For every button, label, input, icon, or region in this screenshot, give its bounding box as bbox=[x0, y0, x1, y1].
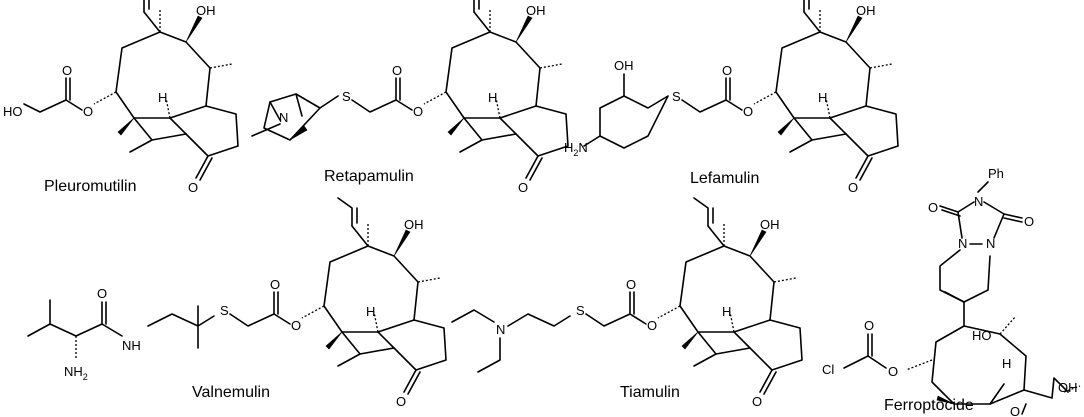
oh-label: OH bbox=[760, 217, 780, 232]
sulfur-label: S bbox=[672, 89, 681, 104]
ketone-o-label: O bbox=[518, 180, 528, 195]
triazole-n-right-label: N bbox=[986, 236, 995, 251]
oh-label: OH bbox=[856, 3, 876, 18]
amide-o-label: O bbox=[97, 286, 107, 301]
ho-label: HO bbox=[3, 104, 23, 119]
ketone-o-label: O bbox=[848, 180, 858, 195]
ester-o-label: O bbox=[647, 318, 657, 333]
sulfur-label: S bbox=[342, 89, 351, 104]
carbonyl-o-label: O bbox=[626, 277, 636, 292]
ferro-h-label: H bbox=[1002, 356, 1011, 371]
sulfur-label: S bbox=[576, 303, 585, 318]
h-label: H bbox=[488, 90, 497, 105]
ester-o-label: O bbox=[413, 104, 423, 119]
oh-label: OH bbox=[196, 3, 216, 18]
nh2-label: NH2 bbox=[64, 364, 88, 382]
compound-name-pleuromutilin: Pleuromutilin bbox=[44, 178, 136, 195]
triazole-n-top-label: N bbox=[974, 194, 983, 209]
dione-o-left-label: O bbox=[928, 200, 938, 215]
ketone-o-label: O bbox=[188, 180, 198, 195]
ferro-ketone-o-label: O bbox=[1010, 404, 1020, 417]
ferro-ester-o-label: O bbox=[888, 364, 898, 379]
ring-oh-label: OH bbox=[614, 58, 634, 73]
h-label: H bbox=[818, 90, 827, 105]
carbonyl-o-label: O bbox=[722, 63, 732, 78]
h2n-label: H2N bbox=[564, 140, 588, 158]
carbonyl-o-label: O bbox=[62, 63, 72, 78]
ester-o-label: O bbox=[291, 318, 301, 333]
ferroptocide-structure: Ph N N N O O HO H O OH O O Cl bbox=[822, 166, 1081, 417]
tropane-n-label: N bbox=[279, 110, 288, 125]
tiamulin-structure: OH H O O S O N bbox=[451, 197, 803, 409]
ketone-o-label: O bbox=[752, 394, 762, 409]
sulfur-label: S bbox=[220, 303, 229, 318]
compound-name-ferroptocide: Ferroptocide bbox=[884, 397, 974, 414]
ferro-ho-label: HO bbox=[972, 328, 992, 343]
carbonyl-o-label: O bbox=[270, 277, 280, 292]
compound-name-valnemulin: Valnemulin bbox=[192, 384, 270, 401]
compound-name-tiamulin: Tiamulin bbox=[620, 384, 680, 401]
compound-name-retapamulin: Retapamulin bbox=[324, 168, 414, 185]
ketone-o-label: O bbox=[396, 394, 406, 409]
oh-label: OH bbox=[526, 3, 546, 18]
amine-n-label: N bbox=[496, 322, 505, 337]
pleuromutilin-structure: OH H O O O HO bbox=[3, 0, 239, 195]
h-label: H bbox=[722, 304, 731, 319]
valnemulin-structure: OH H O O O S NH O NH2 bbox=[27, 197, 447, 409]
dione-o-right-label: O bbox=[1024, 214, 1034, 229]
chloro-label: Cl bbox=[822, 362, 834, 377]
compound-name-lefamulin: Lefamulin bbox=[690, 170, 759, 187]
triazole-n-left-label: N bbox=[958, 236, 967, 251]
ester-o-label: O bbox=[743, 104, 753, 119]
ph-label: Ph bbox=[988, 166, 1004, 181]
carbonyl-o-label: O bbox=[392, 63, 402, 78]
retapamulin-structure: OH H O O O S N bbox=[251, 0, 569, 195]
lefamulin-structure: OH H O O O S OH bbox=[583, 0, 899, 195]
h-label: H bbox=[158, 90, 167, 105]
oh-label: OH bbox=[404, 217, 424, 232]
ferro-oh-label: OH bbox=[1058, 380, 1078, 395]
ester-o-label: O bbox=[83, 104, 93, 119]
h-label: H bbox=[366, 304, 375, 319]
ferro-carbonyl-o-label: O bbox=[864, 318, 874, 333]
amide-nh-label: NH bbox=[122, 338, 141, 353]
